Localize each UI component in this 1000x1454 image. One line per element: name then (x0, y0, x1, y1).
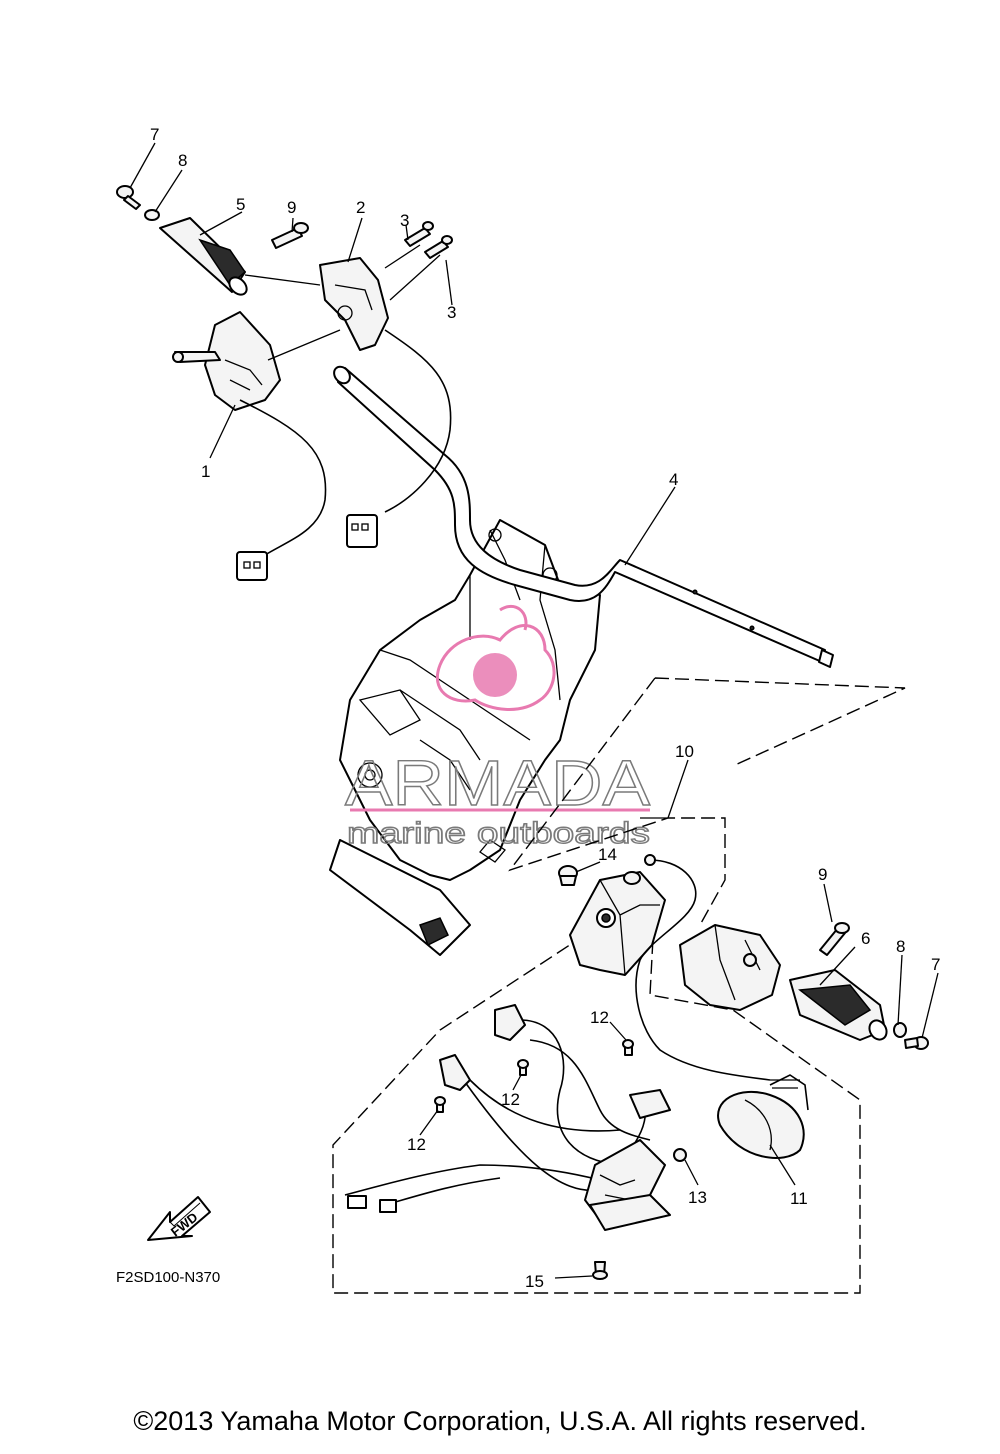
callout-14: 14 (598, 845, 617, 864)
throttle-switch-housing (319, 257, 452, 548)
left-washer (144, 209, 160, 221)
left-switch-housing (172, 311, 327, 581)
assembly-line-left (244, 244, 441, 361)
callout-11: 11 (790, 1189, 808, 1208)
callout-3-lower: 3 (447, 303, 456, 322)
callout-5: 5 (236, 195, 245, 214)
start-switch-body (679, 924, 781, 1011)
callout-15: 15 (525, 1272, 544, 1291)
callout-13: 13 (688, 1188, 707, 1207)
callout-7-right: 7 (931, 955, 940, 974)
callout-8-right: 8 (896, 937, 905, 956)
callout-6: 6 (861, 929, 870, 948)
screw-3-lower (424, 235, 453, 259)
callout-7-left: 7 (150, 125, 159, 144)
right-washer (893, 1022, 907, 1038)
cap-14 (558, 865, 578, 886)
right-grip-screw (904, 1036, 929, 1050)
callout-12-middle: 12 (501, 1090, 520, 1109)
assembly-10-outline (332, 677, 906, 1294)
callout-1: 1 (201, 462, 210, 481)
callout-labels: 1 2 3 3 4 5 6 7 7 8 8 9 9 10 11 12 12 12… (150, 125, 940, 1291)
callout-10: 10 (675, 742, 694, 761)
callout-9-left: 9 (287, 198, 296, 217)
callout-3-upper: 3 (400, 211, 409, 230)
watermark: ARMADA marine outboards (344, 604, 651, 851)
callout-12-bottom: 12 (407, 1135, 426, 1154)
fwd-arrow: FWD (147, 1196, 211, 1241)
callout-4: 4 (669, 470, 678, 489)
left-grip (159, 217, 248, 296)
stop-switch-base (569, 854, 771, 1081)
screw-3-upper (404, 221, 434, 247)
watermark-tagline: marine outboards (347, 817, 650, 850)
copyright-notice: ©2013 Yamaha Motor Corporation, U.S.A. A… (133, 1406, 867, 1436)
callout-2: 2 (356, 198, 365, 217)
diagram-code: F2SD100-N370 (116, 1269, 220, 1286)
callout-12-top: 12 (590, 1008, 609, 1027)
leader-lines (129, 142, 939, 1279)
wiring-harness (344, 1004, 687, 1280)
left-grip-screw (116, 185, 141, 210)
left-bolt (271, 222, 309, 249)
right-grip (789, 969, 888, 1041)
watermark-brand: ARMADA (345, 747, 650, 819)
lanyard-cord (717, 1074, 809, 1159)
right-bolt (819, 922, 850, 956)
handlebar (333, 365, 834, 668)
callout-8-left: 8 (178, 151, 187, 170)
callout-9-right: 9 (818, 865, 827, 884)
